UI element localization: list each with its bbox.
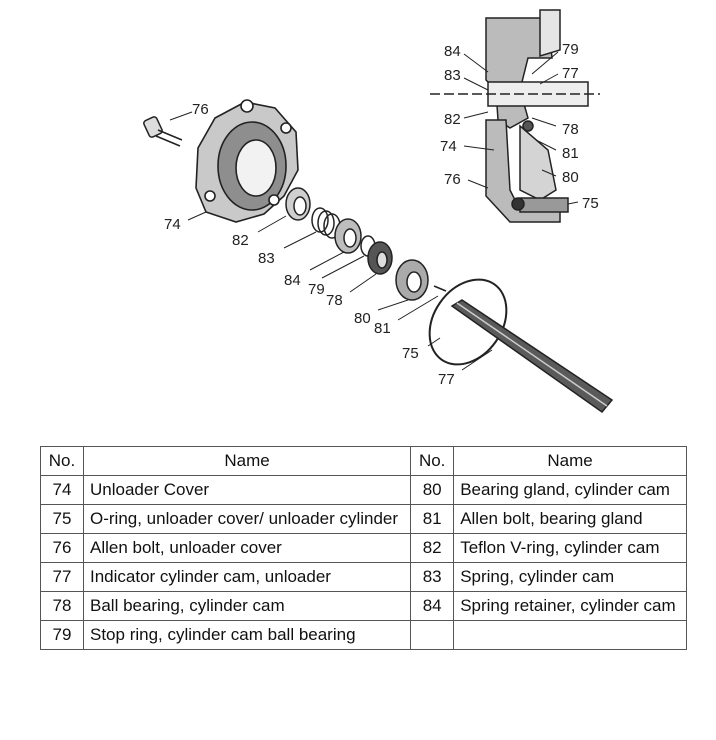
part-name: Spring, cylinder cam [453,562,687,592]
section-callout-84: 84 [444,43,461,60]
section-callout-77: 77 [562,65,579,82]
section-callout-80: 80 [562,169,579,186]
part-name: Allen bolt, bearing gland [453,504,687,534]
table-row: 74 Unloader Cover 80 Bearing gland, cyli… [40,475,687,505]
table-header-row: No. Name No. Name [40,446,687,476]
callout-81: 81 [374,320,391,337]
part-no: 82 [410,533,455,563]
header-name-left: Name [82,446,412,476]
callout-74: 74 [164,216,181,233]
exploded-parts-diagram: 76 74 82 83 84 79 78 80 81 75 77 84 79 8… [143,9,614,414]
callout-78: 78 [326,292,343,309]
callout-77: 77 [438,371,455,388]
header-no-right: No. [410,446,455,476]
table-row: 76 Allen bolt, unloader cover 82 Teflon … [40,533,687,563]
header-no-left: No. [40,446,84,476]
ball-bearing-78 [367,241,393,275]
teflon-v-ring-82 [285,187,311,221]
part-no: 83 [410,562,455,592]
part-name: Allen bolt, unloader cover [82,533,412,563]
section-leader-lines [463,51,579,205]
part-no: 76 [40,533,84,563]
table-row: 75 O-ring, unloader cover/ unloader cyli… [40,504,687,534]
part-no: 79 [40,620,84,650]
part-name: Ball bearing, cylinder cam [82,591,412,621]
section-callout-78: 78 [562,121,579,138]
indicator-cylinder-cam-77 [450,299,614,414]
allen-bolt-81 [433,285,447,292]
callout-75: 75 [402,345,419,362]
section-callout-74: 74 [440,138,457,155]
section-callout-81: 81 [562,145,579,162]
callout-82: 82 [232,232,249,249]
part-name: Teflon V-ring, cylinder cam [453,533,687,563]
callout-80: 80 [354,310,371,327]
part-no: 84 [410,591,455,621]
part-no [410,620,455,650]
part-name [453,620,687,650]
section-callout-79: 79 [562,41,579,58]
callout-79: 79 [308,281,325,298]
section-callout-75: 75 [582,195,599,212]
o-ring-75 [428,278,508,366]
unloader-cover-74 [195,99,299,223]
section-callout-83: 83 [444,67,461,84]
part-name: Stop ring, cylinder cam ball bearing [82,620,412,650]
allen-bolt-76 [143,116,183,147]
part-no: 80 [410,475,455,505]
spring-retainer-84 [334,218,362,254]
part-name: Unloader Cover [82,475,412,505]
part-no: 74 [40,475,84,505]
part-no: 78 [40,591,84,621]
part-no: 81 [410,504,455,534]
section-view [430,9,600,223]
header-name-right: Name [453,446,687,476]
part-name: Spring retainer, cylinder cam [453,591,687,621]
leader-lines [169,111,493,371]
section-callout-76: 76 [444,171,461,188]
part-no: 75 [40,504,84,534]
table-row: 79 Stop ring, cylinder cam ball bearing [40,620,687,650]
parts-table: No. Name No. Name 74 Unloader Cover 80 B… [40,446,687,650]
section-callout-82: 82 [444,111,461,128]
bearing-gland-80 [395,259,429,301]
callout-83: 83 [258,250,275,267]
part-name: O-ring, unloader cover/ unloader cylinde… [82,504,412,534]
callout-76: 76 [192,101,209,118]
table-row: 78 Ball bearing, cylinder cam 84 Spring … [40,591,687,621]
part-no: 77 [40,562,84,592]
part-name: Bearing gland, cylinder cam [453,475,687,505]
callout-84: 84 [284,272,301,289]
table-row: 77 Indicator cylinder cam, unloader 83 S… [40,562,687,592]
part-name: Indicator cylinder cam, unloader [82,562,412,592]
